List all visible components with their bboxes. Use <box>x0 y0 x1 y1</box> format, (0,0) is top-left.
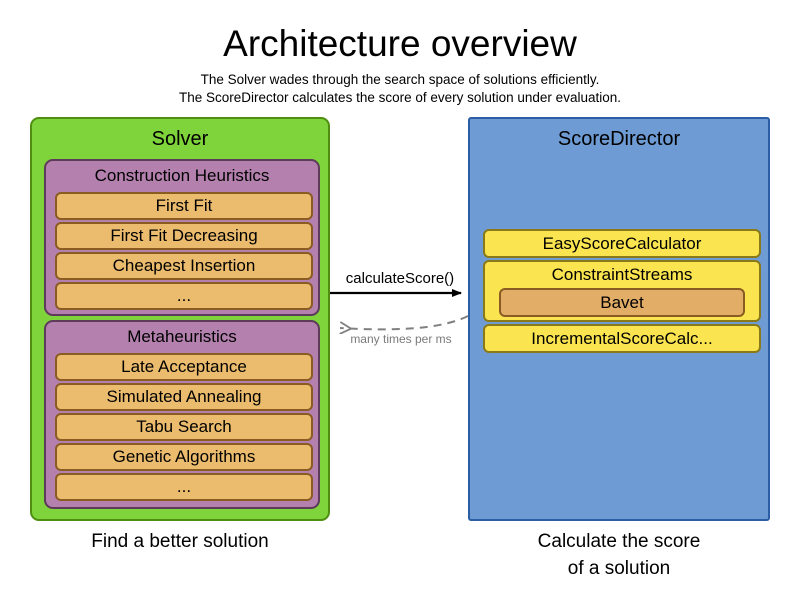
calculator-incremental-score-calculator-label: IncrementalScoreCalc... <box>531 329 713 348</box>
diagram-header: Architecture overview The Solver wades t… <box>0 22 800 107</box>
calculator-easy-score-calculator: EasyScoreCalculator <box>483 229 761 258</box>
solver-panel-title: Solver <box>151 128 209 150</box>
calculate-score-arrow-label: calculateScore() <box>345 270 455 287</box>
construction-heuristics-group: Construction Heuristics First Fit First … <box>44 159 320 316</box>
calculator-constraint-streams: ConstraintStreams Bavet <box>483 260 761 322</box>
algorithm-item-more-metaheuristics: ... <box>55 473 313 501</box>
score-director-caption-line-1: Calculate the score <box>537 531 701 552</box>
metaheuristics-group: Metaheuristics Late Acceptance Simulated… <box>44 320 320 509</box>
calculator-incremental-score-calculator: IncrementalScoreCalc... <box>483 324 761 353</box>
page-title: Architecture overview <box>223 23 577 64</box>
subtitle-line-1: The Solver wades through the search spac… <box>200 72 600 87</box>
score-director-caption-line-2: of a solution <box>567 558 671 579</box>
calculator-easy-score-calculator-label: EasyScoreCalculator <box>542 234 702 253</box>
algorithm-item-first-fit-decreasing: First Fit Decreasing <box>55 222 313 250</box>
score-director-panel: ScoreDirector EasyScoreCalculator Constr… <box>468 117 770 521</box>
score-director-panel-title: ScoreDirector <box>557 128 681 150</box>
subtitle-line-2: The ScoreDirector calculates the score o… <box>179 90 621 105</box>
calculator-constraint-streams-label: ConstraintStreams <box>551 265 693 284</box>
solver-panel: Solver Construction Heuristics First Fit… <box>30 117 330 521</box>
many-times-per-ms-arrow <box>340 315 469 329</box>
algorithm-item-genetic-algorithms: Genetic Algorithms <box>55 443 313 471</box>
algorithm-item-simulated-annealing: Simulated Annealing <box>55 383 313 411</box>
score-director-caption: Calculate the score of a solution <box>468 528 770 582</box>
calculator-bavet: Bavet <box>499 288 745 317</box>
metaheuristics-title: Metaheuristics <box>127 327 237 346</box>
algorithm-item-late-acceptance: Late Acceptance <box>55 353 313 381</box>
many-times-per-ms-arrow-label: many times per ms <box>350 332 452 346</box>
solver-caption: Find a better solution <box>91 531 269 552</box>
algorithm-item-cheapest-insertion: Cheapest Insertion <box>55 252 313 280</box>
construction-heuristics-title: Construction Heuristics <box>94 166 270 185</box>
algorithm-item-first-fit: First Fit <box>55 192 313 220</box>
algorithm-item-tabu-search: Tabu Search <box>55 413 313 441</box>
algorithm-item-more-construction: ... <box>55 282 313 310</box>
